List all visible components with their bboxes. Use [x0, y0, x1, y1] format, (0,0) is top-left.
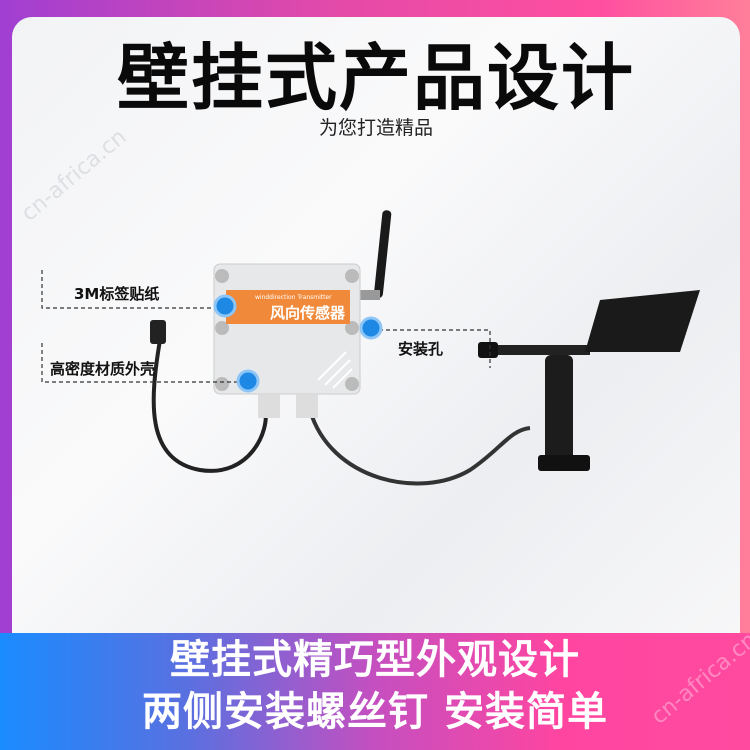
- product-label: [226, 290, 350, 324]
- vane-tail: [585, 290, 700, 352]
- product-illustration: winddirection Transmitter 风向传感器: [41, 210, 700, 486]
- enclosure-box: [213, 263, 361, 395]
- screw-icon: [345, 321, 359, 335]
- antenna: [373, 210, 392, 298]
- product-label-series: winddirection Transmitter: [255, 294, 332, 301]
- vane-arm: [480, 345, 590, 355]
- product-label-name: 风向传感器: [270, 304, 346, 322]
- vane-pole: [545, 355, 573, 465]
- screw-icon: [215, 377, 229, 391]
- screw-icon: [215, 321, 229, 335]
- sensor-cable: [308, 409, 531, 486]
- page-subtitle: 为您打造精品: [318, 117, 434, 139]
- left-cable: [151, 339, 268, 473]
- connector: [150, 320, 166, 344]
- callout-dots: [213, 294, 383, 393]
- banner-line-1: 壁挂式精巧型外观设计: [170, 637, 580, 683]
- callout-label-sticker: 3M标签贴纸: [74, 285, 160, 303]
- vane-base: [538, 455, 590, 471]
- bottom-banner: 壁挂式精巧型外观设计 两侧安装螺丝钉 安装简单: [0, 633, 750, 750]
- callout-lines: [41, 270, 491, 383]
- banner-line-2: 两侧安装螺丝钉 安装简单: [142, 689, 608, 735]
- callout-mount-hole: 安装孔: [398, 340, 444, 358]
- antenna-base: [360, 290, 380, 300]
- vane-counterweight: [478, 342, 498, 358]
- cable-gland: [296, 394, 318, 418]
- screw-icon: [345, 377, 359, 391]
- cable-gland: [258, 394, 280, 418]
- screw-icon: [215, 269, 229, 283]
- page-title: 壁挂式产品设计: [116, 36, 636, 120]
- callout-housing: 高密度材质外壳: [50, 360, 156, 378]
- screw-icon: [345, 269, 359, 283]
